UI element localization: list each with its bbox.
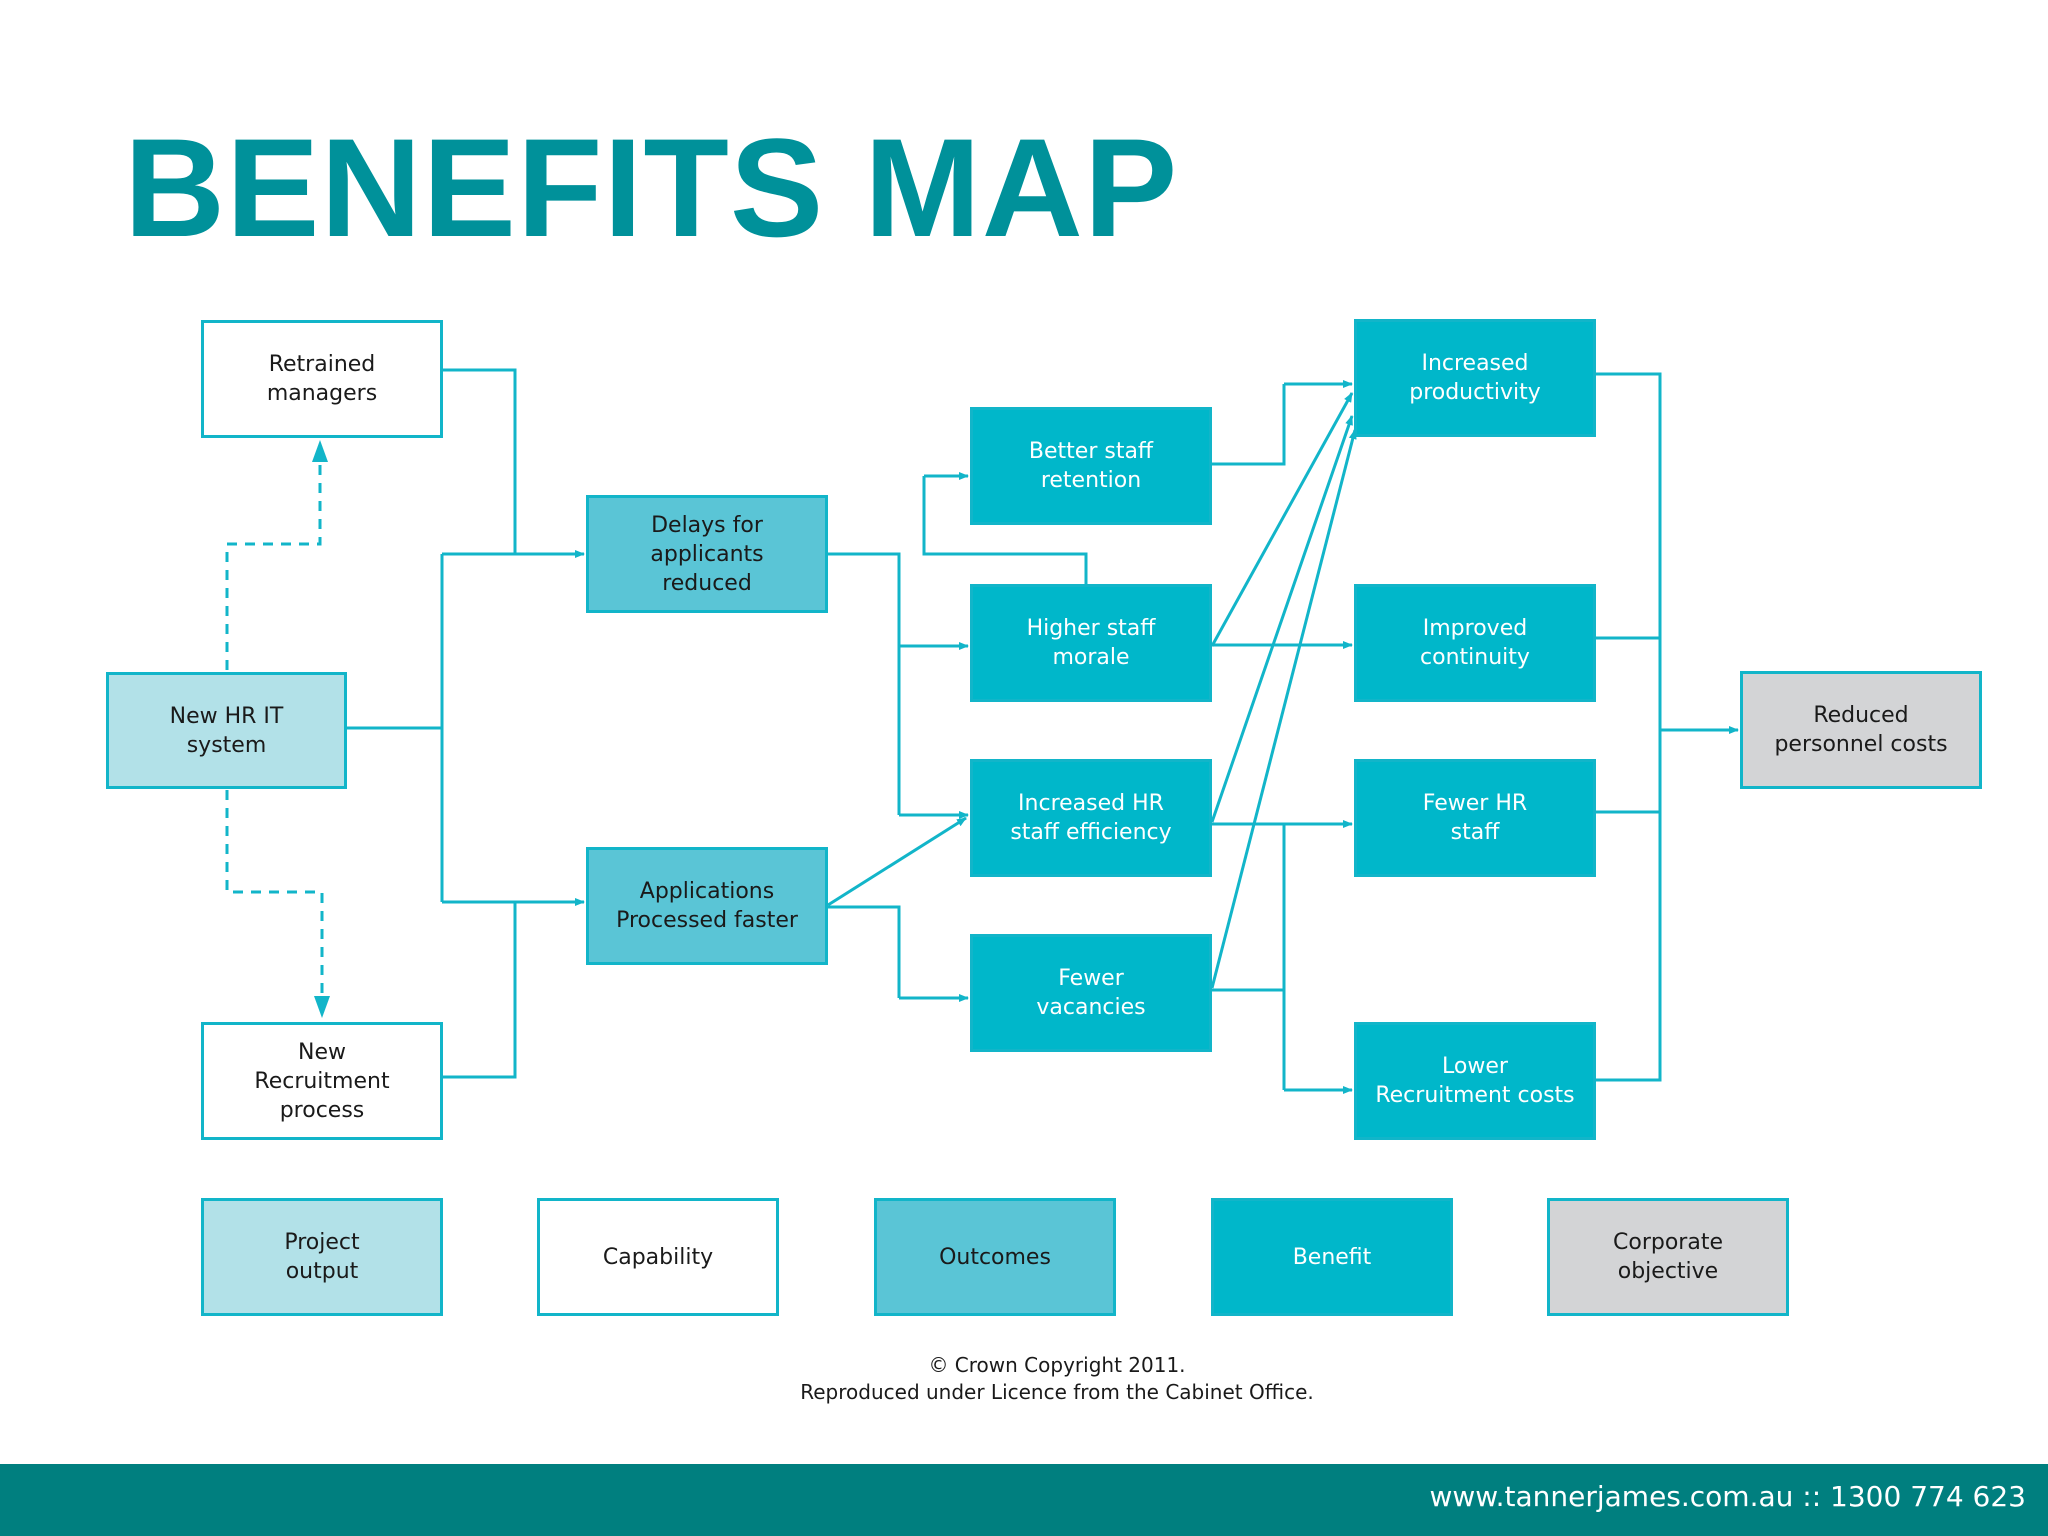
connector-applications-to-vacancies (828, 905, 901, 998)
node-delays-for-applicants-reduced: Delays for applicants reduced (586, 495, 828, 613)
connector-efficiency-out (1212, 822, 1286, 1090)
arrow-efficiency-to-productivity (1210, 415, 1354, 823)
connector-retention-to-productivity (1212, 384, 1286, 466)
legend-project-output: Project output (201, 1198, 443, 1316)
node-new-recruitment-process: New Recruitment process (201, 1022, 443, 1140)
node-retrained-managers: Retrained managers (201, 320, 443, 438)
legend-benefit: Benefit (1211, 1198, 1453, 1316)
node-increased-productivity: Increased productivity (1354, 319, 1596, 437)
node-improved-continuity: Improved continuity (1354, 584, 1596, 702)
node-applications-processed-faster: Applications Processed faster (586, 847, 828, 965)
node-new-hr-it-system: New HR IT system (106, 672, 347, 789)
node-better-staff-retention: Better staff retention (970, 407, 1212, 525)
connector-recruitment-to-applications (442, 902, 517, 1079)
footer-bar: www.tannerjames.com.au :: 1300 774 623 (0, 1464, 2048, 1536)
node-increased-hr-staff-efficiency: Increased HR staff efficiency (970, 759, 1212, 877)
connector-delays-out (828, 552, 901, 815)
connector-morale-to-retention (922, 476, 1088, 584)
arrow-vacancies-to-productivity (1210, 429, 1357, 989)
node-lower-recruitment-costs: Lower Recruitment costs (1354, 1022, 1596, 1140)
node-higher-staff-morale: Higher staff morale (970, 584, 1212, 702)
footer-contact[interactable]: www.tannerjames.com.au :: 1300 774 623 (1429, 1480, 2026, 1513)
connector-benefits-to-objective (1596, 372, 1662, 1082)
arrowhead-to-recruitment (314, 996, 330, 1018)
dashed-connector-system-to-recruitment (225, 790, 324, 1018)
legend-outcomes: Outcomes (874, 1198, 1116, 1316)
node-reduced-personnel-costs: Reduced personnel costs (1740, 671, 1982, 789)
copyright-notice: © Crown Copyright 2011. Reproduced under… (800, 1353, 1314, 1404)
arrowhead-to-managers (312, 440, 328, 462)
legend-corporate-objective: Corporate objective (1547, 1198, 1789, 1316)
connector-managers-to-delays (442, 368, 517, 554)
arrow-morale-to-productivity (1210, 392, 1354, 647)
page-title: BENEFITS MAP (124, 109, 1179, 266)
node-fewer-hr-staff: Fewer HR staff (1354, 759, 1596, 877)
legend-capability: Capability (537, 1198, 779, 1316)
node-fewer-vacancies: Fewer vacancies (970, 934, 1212, 1052)
connector-system-to-outcomes (346, 554, 444, 902)
dashed-connector-system-to-managers (225, 440, 322, 670)
arrow-applications-to-efficiency (827, 816, 967, 907)
